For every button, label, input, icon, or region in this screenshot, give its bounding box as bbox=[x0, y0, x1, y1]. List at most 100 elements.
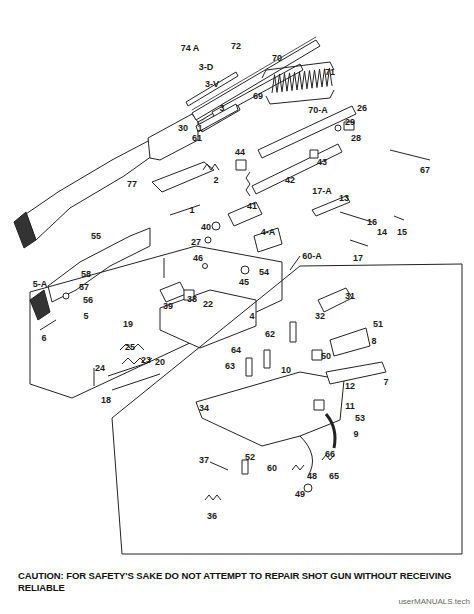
pin bbox=[246, 358, 252, 376]
magazine-spring bbox=[272, 68, 332, 93]
callout-number: 67 bbox=[420, 166, 430, 175]
callout-number: 3-D bbox=[199, 63, 214, 72]
callout-number: 4-A bbox=[261, 228, 276, 237]
callout-number: 5-A bbox=[33, 280, 48, 289]
stock bbox=[48, 228, 150, 302]
pin bbox=[170, 205, 200, 215]
callout-number: 17-A bbox=[312, 187, 332, 196]
watermark: userMANUALS.tech bbox=[398, 598, 470, 606]
callout-number: 32 bbox=[315, 312, 325, 321]
pin bbox=[242, 460, 248, 474]
callout-number: 57 bbox=[79, 283, 89, 292]
callout-number: 63 bbox=[225, 362, 235, 371]
callout-number: 29 bbox=[345, 118, 355, 127]
carrier bbox=[228, 202, 262, 226]
panel-outline bbox=[30, 246, 282, 398]
sear bbox=[326, 362, 386, 384]
callout-number: 1 bbox=[189, 206, 194, 215]
callout-number: 41 bbox=[247, 202, 257, 211]
screw bbox=[40, 320, 56, 330]
pin bbox=[264, 350, 270, 368]
stock bbox=[26, 140, 152, 240]
callout-number: 18 bbox=[101, 396, 111, 405]
part bbox=[312, 350, 322, 360]
pin bbox=[210, 462, 228, 470]
callout-number: 22 bbox=[203, 300, 213, 309]
callout-number: 25 bbox=[125, 343, 135, 352]
callout-number: 39 bbox=[163, 302, 173, 311]
callout-number: 6 bbox=[41, 334, 46, 343]
tube bbox=[196, 104, 238, 132]
callout-number: 65 bbox=[329, 472, 339, 481]
callout-number: 34 bbox=[199, 404, 209, 413]
bolt bbox=[152, 162, 214, 192]
callout-number: 74 A bbox=[181, 44, 200, 53]
callout-number: 46 bbox=[193, 254, 203, 263]
trigger bbox=[326, 414, 335, 448]
pin bbox=[350, 240, 368, 246]
link bbox=[254, 228, 282, 252]
callout-number: 1 bbox=[197, 124, 202, 133]
callout-number: 52 bbox=[245, 453, 255, 462]
callout-number: 4 bbox=[249, 312, 254, 321]
callout-number: 7 bbox=[383, 378, 388, 387]
callout-number: 70-A bbox=[308, 106, 328, 115]
callout-number: 56 bbox=[83, 296, 93, 305]
trigger-guard bbox=[196, 372, 344, 446]
part bbox=[236, 160, 246, 170]
callout-number: 45 bbox=[239, 278, 249, 287]
callout-number: 50 bbox=[321, 352, 331, 361]
leader-line bbox=[94, 368, 95, 386]
callout-number: 69 bbox=[253, 92, 263, 101]
callout-number: 27 bbox=[191, 238, 201, 247]
leader-line bbox=[290, 256, 300, 270]
callout-number: 31 bbox=[345, 292, 355, 301]
callout-number: 14 bbox=[377, 228, 387, 237]
spring bbox=[292, 465, 304, 470]
callout-number: 26 bbox=[357, 104, 367, 113]
callout-number: 51 bbox=[373, 320, 383, 329]
callout-number: 60-A bbox=[302, 252, 322, 261]
part bbox=[304, 484, 312, 492]
callout-number: 10 bbox=[281, 366, 291, 375]
barrel-part bbox=[186, 72, 238, 106]
part bbox=[212, 222, 220, 230]
callout-number: 24 bbox=[95, 364, 105, 373]
callout-number: 8 bbox=[371, 337, 376, 346]
callout-number: 61 bbox=[192, 134, 202, 143]
callout-number: 72 bbox=[231, 42, 241, 51]
caution-note: CAUTION: FOR SAFETY'S SAKE DO NOT ATTEMP… bbox=[18, 570, 460, 594]
callout-number: 30 bbox=[178, 124, 188, 133]
spring bbox=[246, 172, 250, 196]
callout-number: 37 bbox=[199, 456, 209, 465]
callout-number: 17 bbox=[353, 254, 363, 263]
pin bbox=[290, 322, 296, 342]
callout-number: 9 bbox=[353, 430, 358, 439]
callout-number: 11 bbox=[345, 402, 355, 411]
callout-number: 54 bbox=[259, 268, 269, 277]
callout-number: 40 bbox=[201, 223, 211, 232]
pin bbox=[112, 374, 160, 390]
guard bbox=[300, 436, 313, 476]
callout-number: 38 bbox=[187, 295, 197, 304]
callout-number: 3 bbox=[219, 104, 224, 113]
callout-number: 71 bbox=[325, 68, 335, 77]
panel-outline bbox=[112, 264, 462, 554]
callout-number: 62 bbox=[265, 330, 275, 339]
callout-number: 36 bbox=[207, 512, 217, 521]
callout-number: 58 bbox=[81, 270, 91, 279]
callout-number: 43 bbox=[317, 158, 327, 167]
callout-number: 23 bbox=[141, 356, 151, 365]
butt-plate bbox=[14, 212, 36, 248]
part bbox=[160, 282, 186, 302]
callout-number: 28 bbox=[351, 134, 361, 143]
receiver bbox=[148, 114, 198, 160]
callout-number: 77 bbox=[127, 180, 137, 189]
callout-number: 44 bbox=[235, 148, 245, 157]
callout-number: 13 bbox=[339, 194, 349, 203]
callout-number: 60 bbox=[267, 464, 277, 473]
spring bbox=[205, 495, 221, 500]
butt-plate bbox=[30, 290, 50, 320]
pin bbox=[394, 216, 404, 220]
